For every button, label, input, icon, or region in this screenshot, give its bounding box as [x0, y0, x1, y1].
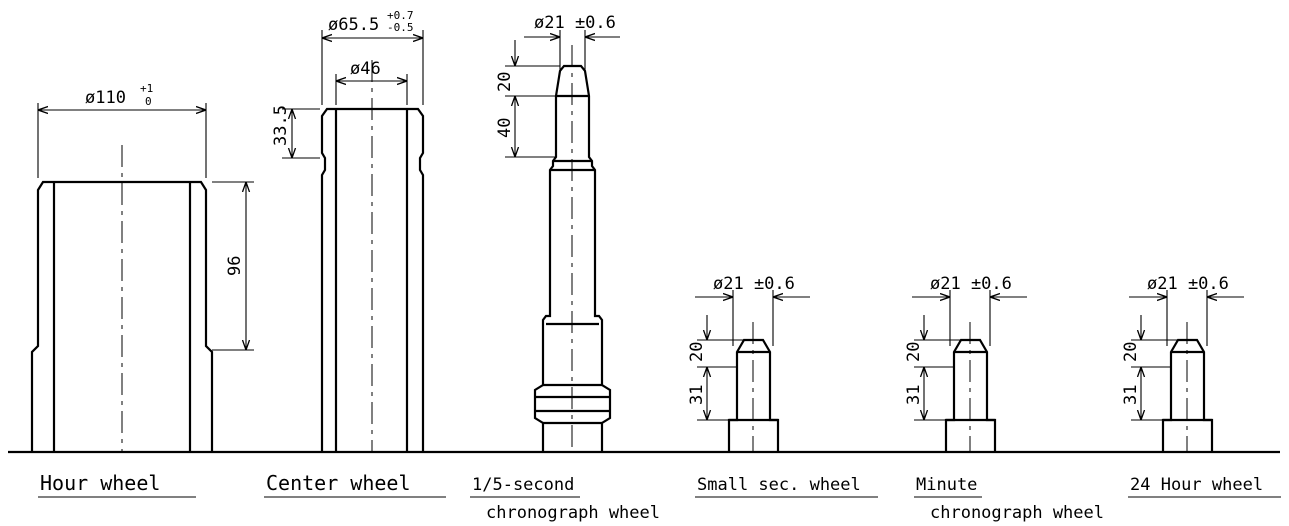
- center-tol-upper: +0.7: [387, 9, 414, 22]
- hour-diameter-tol-lower: 0: [145, 95, 152, 108]
- hour-diameter-tol-upper: +1: [140, 82, 153, 95]
- chrono-h2: 40: [495, 118, 515, 138]
- label-minute-line1: Minute: [916, 475, 977, 495]
- label-small-sec-wheel: Small sec. wheel: [697, 475, 861, 495]
- center-tol-lower: -0.5: [387, 21, 414, 34]
- small-sec-diameter: ø21 ±0.6: [713, 274, 795, 294]
- minute-h2: 31: [904, 385, 924, 405]
- hour-diameter: ø110: [85, 88, 126, 108]
- small-sec-h1: 20: [687, 342, 707, 362]
- label-24-hour-wheel: 24 Hour wheel: [1130, 475, 1263, 495]
- chrono-wheel-part: [505, 30, 620, 452]
- center-outer-diameter: ø65.5: [328, 15, 379, 35]
- label-chrono-line1: 1/5-second: [472, 475, 574, 495]
- minute-wheel-part: [912, 290, 1027, 452]
- small-sec-h2: 31: [687, 385, 707, 405]
- minute-diameter: ø21 ±0.6: [930, 274, 1012, 294]
- label-minute-line2: chronograph wheel: [930, 503, 1104, 523]
- label-chrono-line2: chronograph wheel: [486, 503, 660, 523]
- minute-h1: 20: [904, 342, 924, 362]
- center-inner-diameter: ø46: [350, 59, 381, 79]
- label-center-wheel: Center wheel: [266, 471, 411, 495]
- hour-height: 96: [225, 256, 245, 276]
- hour24-wheel-part: [1129, 290, 1244, 452]
- hour24-h1: 20: [1121, 342, 1141, 362]
- chrono-diameter: ø21 ±0.6: [534, 13, 616, 33]
- chrono-h1: 20: [495, 72, 515, 92]
- label-hour-wheel: Hour wheel: [40, 471, 160, 495]
- center-wheel-part: [282, 30, 425, 452]
- center-height: 33.5: [271, 105, 291, 146]
- small-sec-wheel-part: [695, 290, 810, 452]
- hour24-diameter: ø21 ±0.6: [1147, 274, 1229, 294]
- hour24-h2: 31: [1121, 385, 1141, 405]
- hour-wheel-part: [30, 103, 254, 452]
